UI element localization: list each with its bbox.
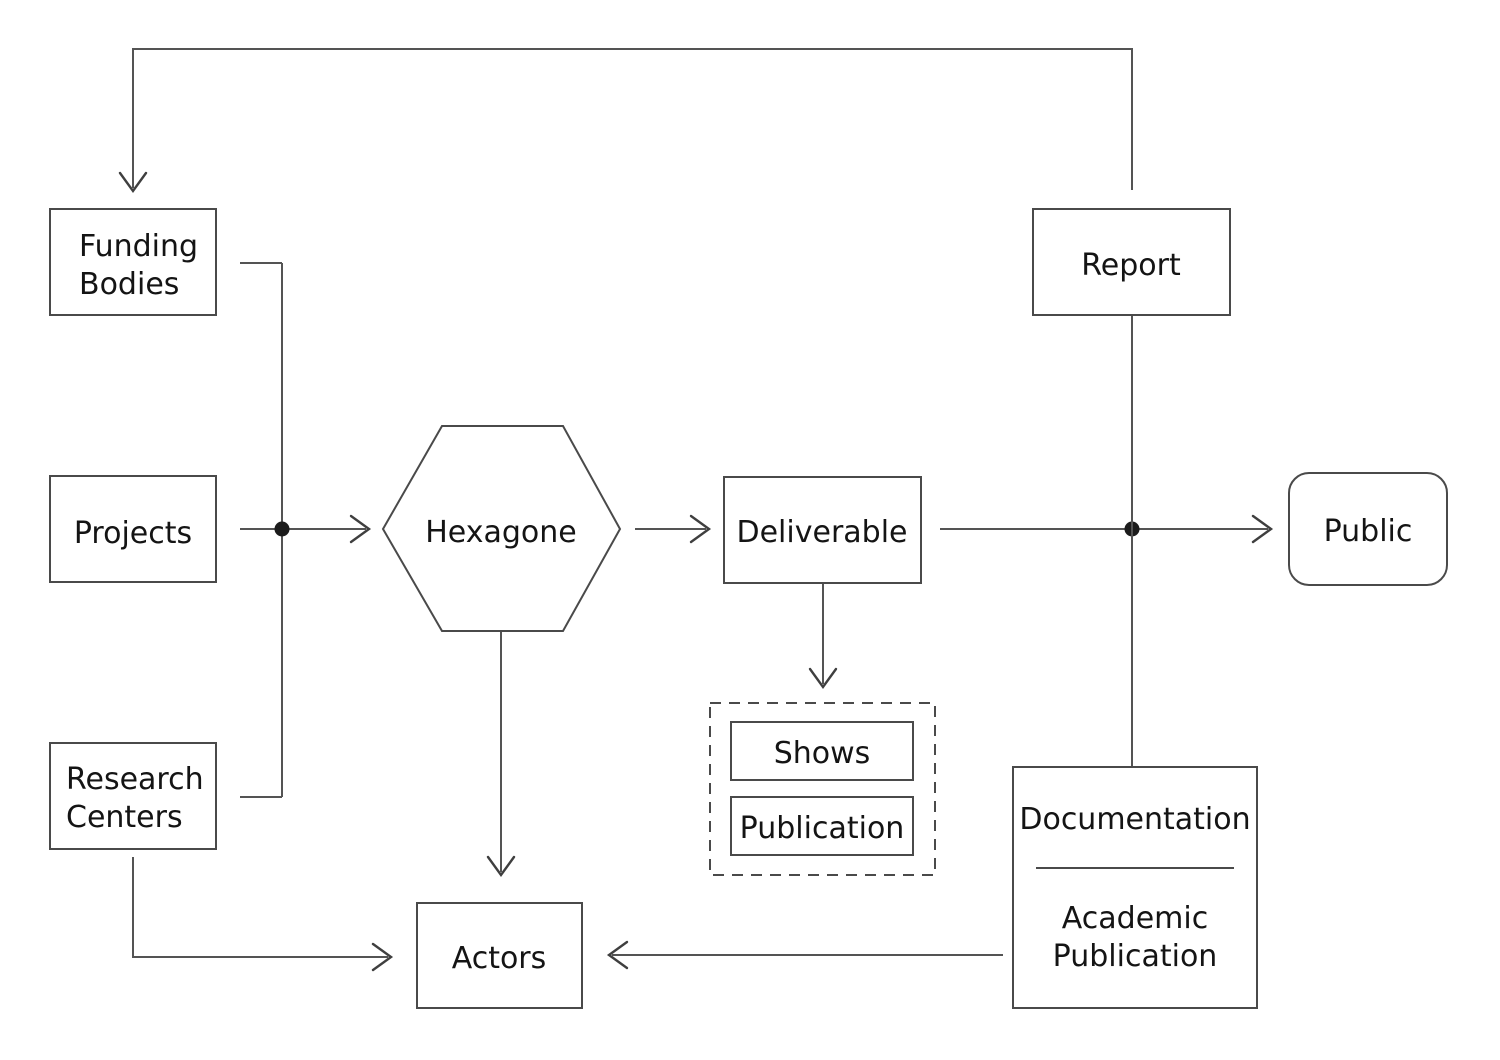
- shows-label: Shows: [774, 736, 871, 771]
- public-node: Public: [1288, 472, 1448, 586]
- funding-bodies-node: Funding Bodies: [49, 208, 217, 316]
- edge-deliverable-to-public: [940, 514, 1274, 544]
- edge-hexagone-to-actors: [486, 632, 516, 878]
- documentation-subtitle-line1: Academic: [1062, 901, 1208, 936]
- documentation-subtitle-line2: Publication: [1053, 939, 1218, 974]
- funding-bodies-label-line2: Bodies: [79, 267, 179, 302]
- deliverable-node: Deliverable: [723, 476, 922, 584]
- documentation-node: Documentation Academic Publication: [1012, 766, 1258, 1009]
- publication-label: Publication: [740, 811, 905, 846]
- junction-dot-left: [274, 521, 290, 537]
- edge-hexagone-to-deliverable: [635, 514, 712, 544]
- edge-report-to-funding-bodies: [118, 48, 1133, 194]
- hexagone-label: Hexagone: [425, 515, 577, 550]
- projects-node: Projects: [49, 475, 217, 583]
- research-centers-label-line1: Research: [66, 762, 204, 797]
- projects-label: Projects: [74, 516, 192, 551]
- dashed-group-border: [709, 702, 936, 876]
- report-node: Report: [1032, 208, 1231, 316]
- edge-documentation-to-actors: [606, 940, 1003, 970]
- deliverable-label: Deliverable: [737, 515, 908, 550]
- research-centers-label-line2: Centers: [66, 800, 183, 835]
- public-label: Public: [1324, 514, 1413, 549]
- edge-research-centers-to-actors: [132, 857, 394, 972]
- hexagone-node: Hexagone: [381, 425, 622, 632]
- shows-publication-group: Shows Publication: [709, 702, 936, 876]
- actors-node: Actors: [416, 902, 583, 1009]
- report-label: Report: [1081, 248, 1181, 283]
- edge-deliverable-to-dashed-group: [808, 583, 838, 690]
- documentation-title: Documentation: [1019, 802, 1250, 837]
- research-centers-node: Research Centers: [49, 742, 217, 850]
- edge-projects-to-hexagone: [240, 514, 372, 544]
- actors-label: Actors: [452, 941, 547, 976]
- funding-bodies-label-line1: Funding: [79, 229, 198, 264]
